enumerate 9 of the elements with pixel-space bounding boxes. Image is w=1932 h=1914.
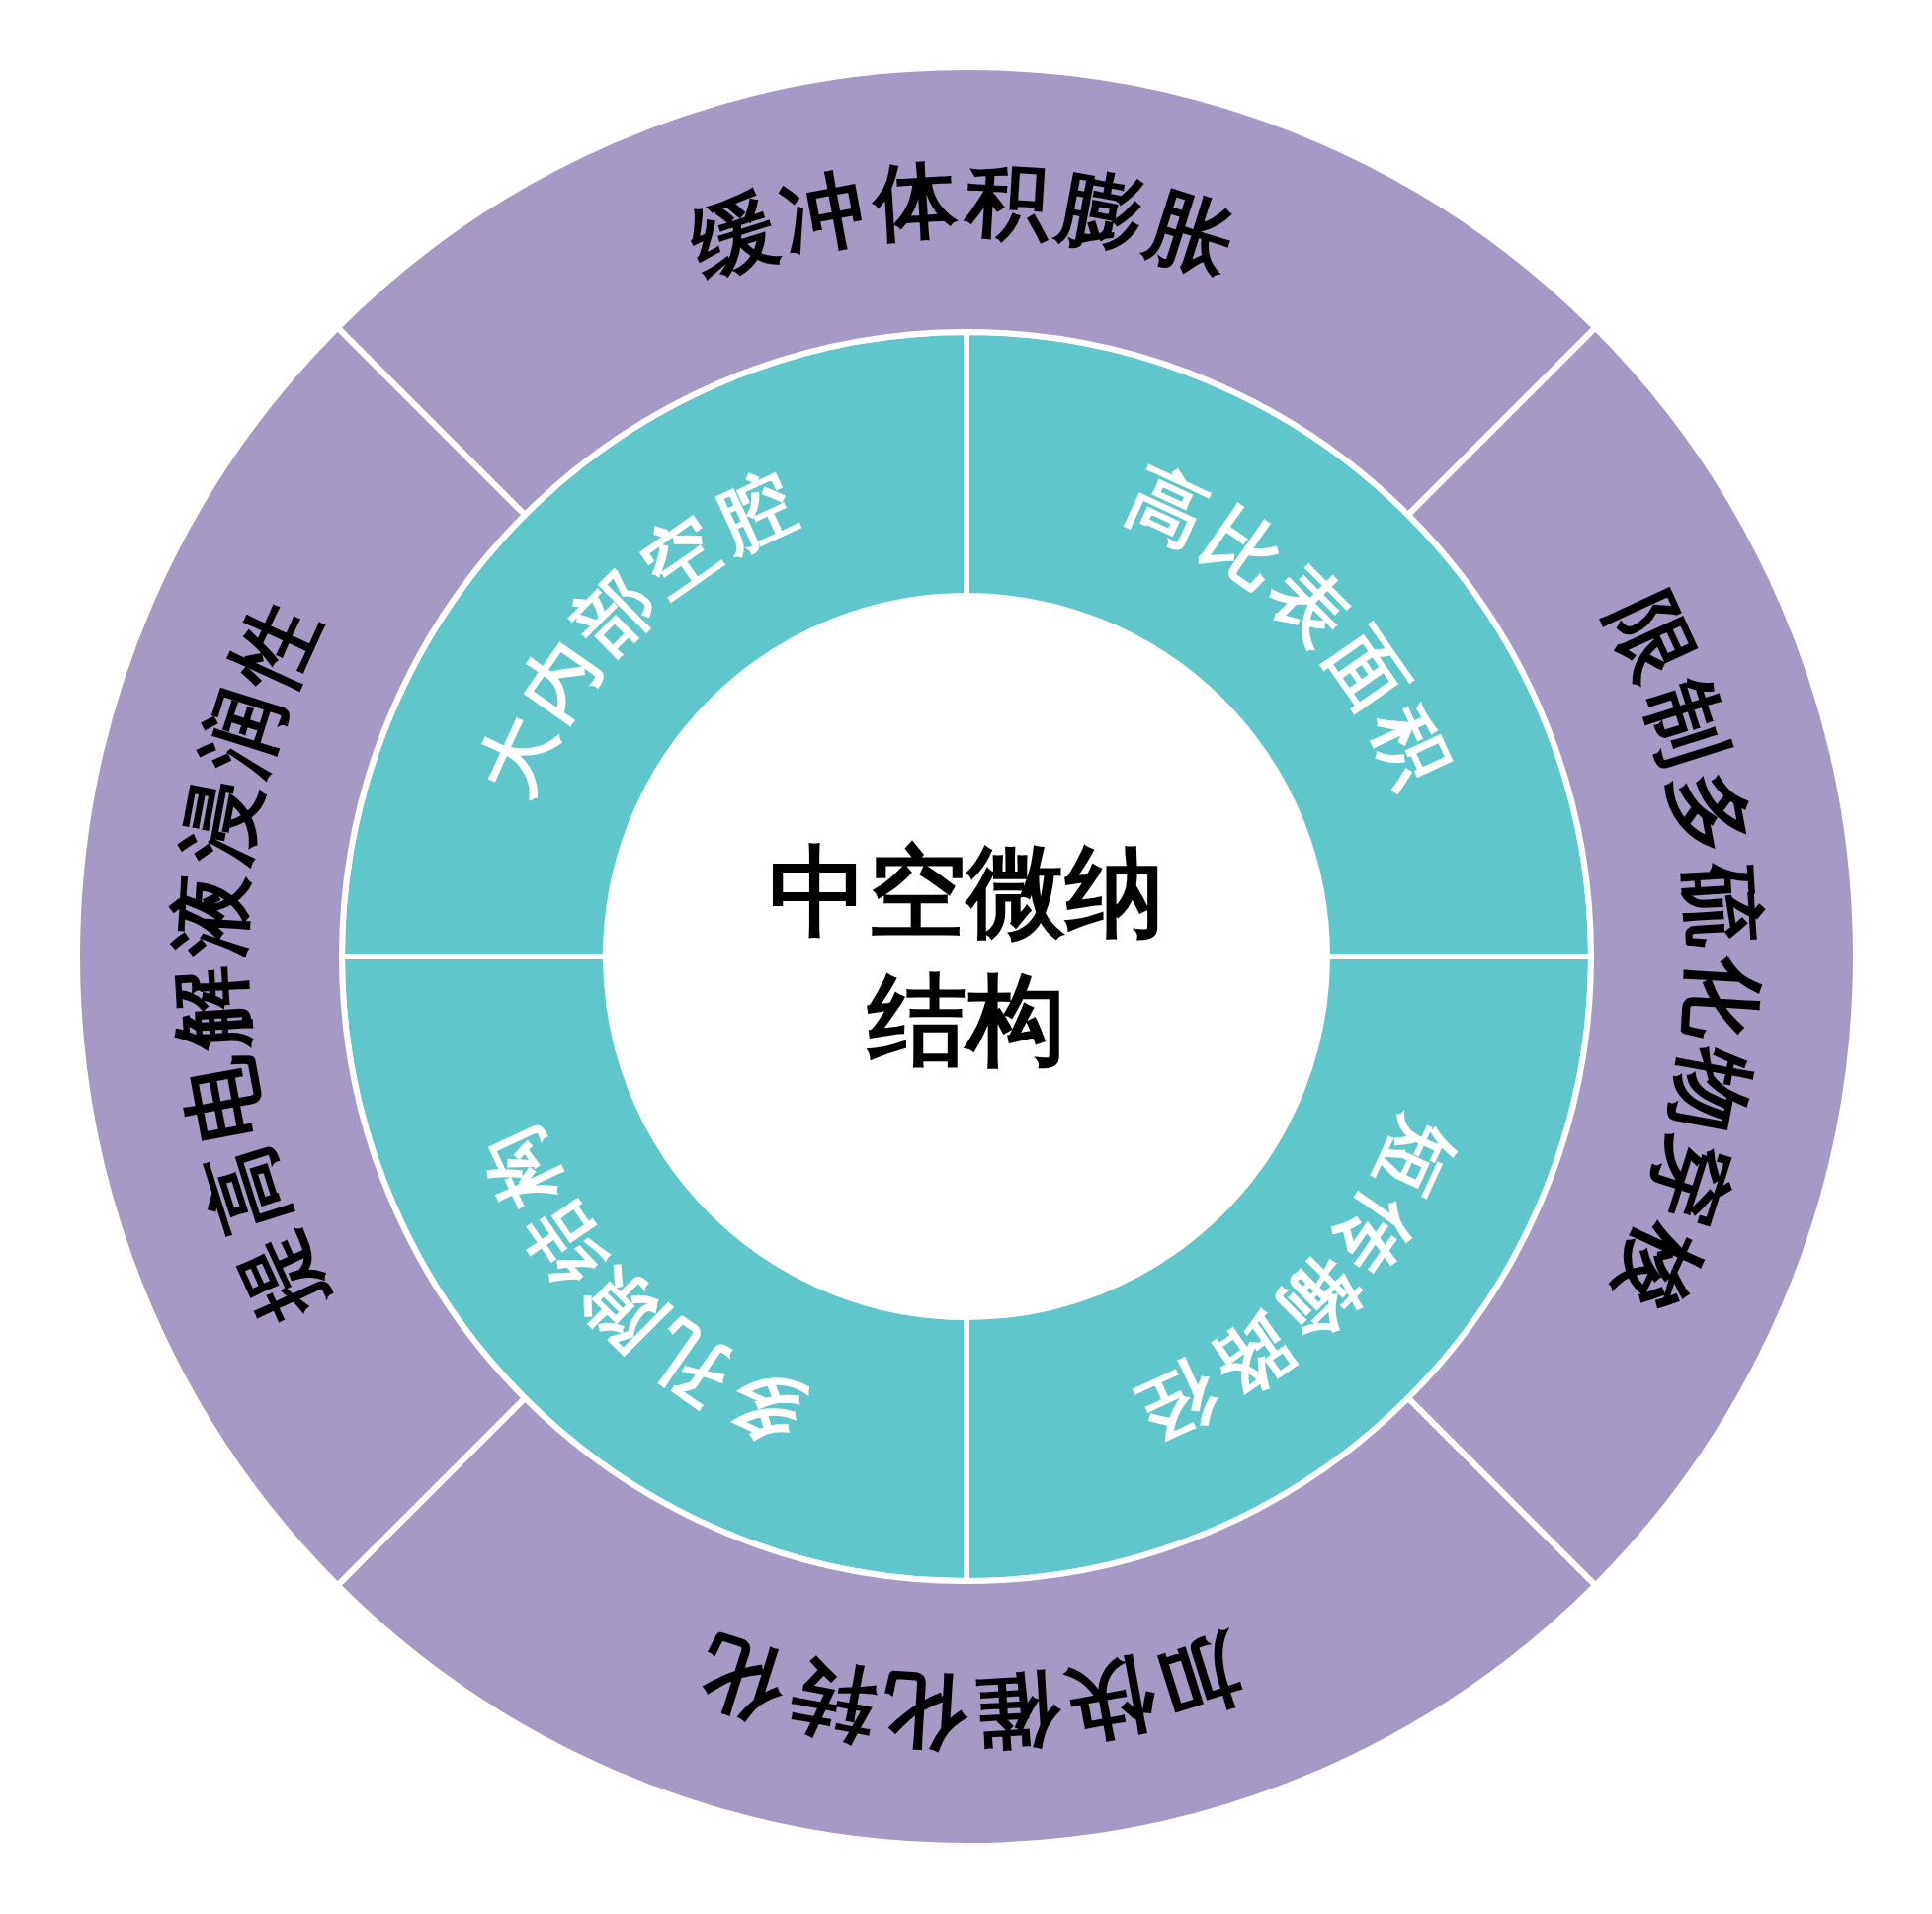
segment-label: 高比表面积	[1115, 451, 1472, 808]
segment-label: 限制多硫化物穿梭	[1591, 578, 1774, 1335]
center-label: 中空微纳结构	[768, 833, 1165, 1080]
segment-label: 短传输路径	[1115, 1105, 1472, 1462]
segment-label: 缓冲体积膨胀	[679, 149, 1254, 295]
segment-label: 提高电解液浸润性	[159, 578, 342, 1335]
segment-label: 加快催化转化	[679, 1618, 1254, 1764]
segment-label: 多孔隙结构	[461, 1105, 818, 1462]
segment-label: 大内部空腔	[461, 451, 818, 808]
